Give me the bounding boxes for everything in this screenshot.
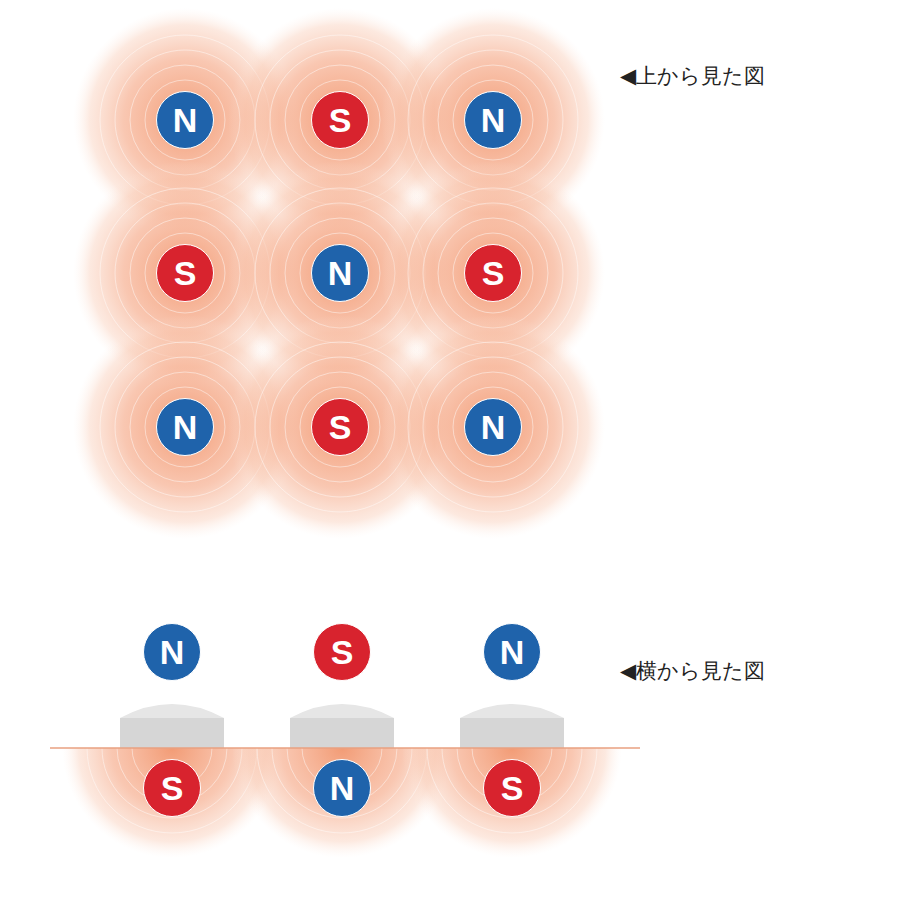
pole-disc	[144, 760, 201, 817]
pole-disc	[157, 245, 214, 302]
pole-disc	[465, 245, 522, 302]
pole-letter: N	[483, 623, 541, 681]
pole-disc	[312, 399, 369, 456]
pole-letter: S	[313, 623, 371, 681]
field-ring	[300, 80, 380, 160]
pole-letter: S	[156, 244, 214, 302]
magnet-cap	[120, 704, 224, 718]
view-label: ◀上から見た図	[620, 62, 765, 90]
field-ring	[285, 65, 395, 175]
pole-letter: S	[483, 759, 541, 817]
pole-circle: S	[156, 244, 214, 302]
pole-disc	[144, 624, 201, 681]
pole-disc	[314, 624, 371, 681]
pole-disc	[157, 92, 214, 149]
magnet-cap	[290, 704, 394, 718]
field-ring	[453, 387, 533, 467]
field-glow	[402, 748, 622, 858]
magnet-body	[290, 718, 394, 748]
magnet-body	[120, 718, 224, 748]
field-ring	[438, 372, 548, 482]
field-ring	[257, 748, 427, 833]
pole-letter: N	[464, 398, 522, 456]
pole-letter: N	[143, 623, 201, 681]
field-ring	[442, 748, 582, 818]
pole-circle: N	[483, 623, 541, 681]
pole-disc	[465, 92, 522, 149]
pole-circle: N	[156, 398, 214, 456]
pole-disc	[312, 92, 369, 149]
field-ring	[427, 748, 597, 833]
pole-disc	[157, 399, 214, 456]
pole-circle: N	[464, 398, 522, 456]
magnet-body	[460, 718, 564, 748]
field-ring	[145, 387, 225, 467]
pole-letter: N	[311, 244, 369, 302]
pole-circle: N	[313, 759, 371, 817]
field-ring	[272, 748, 412, 818]
field-ring	[300, 387, 380, 467]
pole-letter: S	[464, 244, 522, 302]
field-glow	[62, 748, 622, 858]
field-ring	[423, 357, 563, 497]
magnet-cap	[460, 704, 564, 718]
field-ring	[87, 748, 257, 833]
field-ring	[438, 65, 548, 175]
pole-letter: N	[313, 759, 371, 817]
pole-letter: S	[311, 398, 369, 456]
pole-letter: N	[464, 91, 522, 149]
field-ring	[285, 218, 395, 328]
pole-circle: N	[156, 91, 214, 149]
pole-letter: N	[156, 398, 214, 456]
pole-circle: N	[143, 623, 201, 681]
field-ring	[408, 342, 578, 512]
pole-disc	[465, 399, 522, 456]
field-ring	[438, 218, 548, 328]
field-ring	[145, 80, 225, 160]
field-ring	[285, 372, 395, 482]
pole-letter: S	[311, 91, 369, 149]
field-ring	[145, 233, 225, 313]
field-ring	[130, 218, 240, 328]
field-ring	[300, 233, 380, 313]
pole-disc	[484, 624, 541, 681]
field-ring	[453, 80, 533, 160]
pole-circle: N	[311, 244, 369, 302]
view-label: ◀横から見た図	[620, 657, 765, 685]
magnet-body	[120, 704, 564, 748]
pole-circle: N	[464, 91, 522, 149]
pole-disc	[314, 760, 371, 817]
field-glow	[381, 315, 605, 539]
field-glow	[73, 8, 605, 539]
pole-letter: S	[143, 759, 201, 817]
pole-circle: S	[464, 244, 522, 302]
field-ring	[453, 233, 533, 313]
pole-circle: S	[483, 759, 541, 817]
field-ring	[130, 372, 240, 482]
pole-letter: N	[156, 91, 214, 149]
pole-circle: S	[143, 759, 201, 817]
pole-circle: S	[313, 623, 371, 681]
pole-circle: S	[311, 91, 369, 149]
pole-circle: S	[311, 398, 369, 456]
field-ring	[102, 748, 242, 818]
pole-disc	[312, 245, 369, 302]
surface-line	[50, 747, 640, 749]
field-ring	[130, 65, 240, 175]
pole-disc	[484, 760, 541, 817]
